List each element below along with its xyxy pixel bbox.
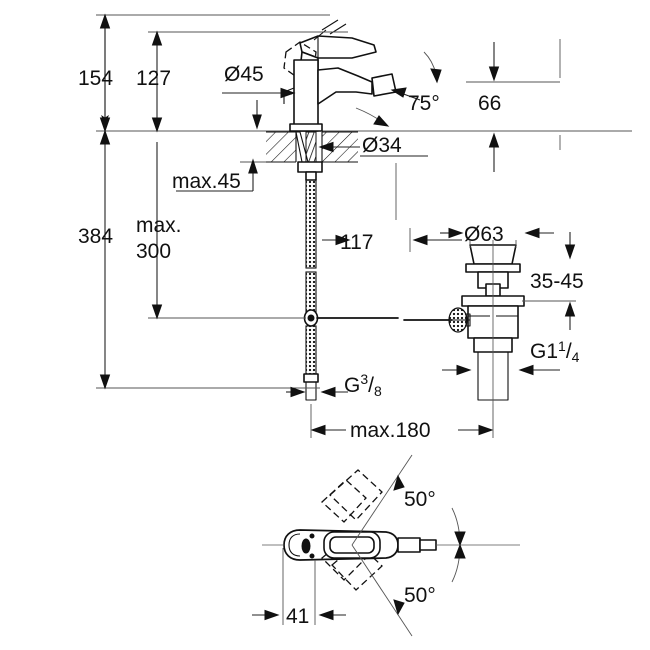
dim-dia63-label: Ø63 <box>464 223 504 246</box>
dim-basin-thickness: 35-45 <box>522 232 584 330</box>
dim-dia45-label: Ø45 <box>224 63 264 86</box>
mounting-shank <box>295 131 323 181</box>
dim-75deg-label: 75° <box>408 92 440 115</box>
dim-hose-max: max. 300 <box>136 142 182 320</box>
dim-50deg-lower-label: 50° <box>404 584 436 607</box>
counter-slab <box>240 131 358 163</box>
dim-rod-reach: max.180 <box>310 404 494 442</box>
dim-dia34-label: Ø34 <box>362 134 402 157</box>
dim-waste-thread: G11/4 <box>442 338 580 376</box>
dim-g38-label: G3/8 <box>344 371 382 399</box>
dim-384-label: 384 <box>78 225 113 248</box>
dim-spout-height: 66 <box>478 42 501 172</box>
dim-flange-dia: Ø63 <box>440 223 554 248</box>
dim-300-label: 300 <box>136 240 171 263</box>
popup-waste-assembly <box>448 240 525 404</box>
dim-66-label: 66 <box>478 92 501 115</box>
plan-swivel-arcs: 50° 50° <box>351 454 466 637</box>
dim-supply-thread: G3/8 <box>286 371 382 399</box>
dim-41-label: 41 <box>286 605 309 628</box>
drain-pull-rod <box>303 309 453 327</box>
plan-body <box>262 529 520 561</box>
dim-max45-label: max.45 <box>172 170 241 193</box>
dim-117-label: 117 <box>340 231 373 254</box>
dim-counter-thickness: max.45 <box>172 158 258 193</box>
dim-max-label: max. <box>136 214 182 237</box>
dim-total-height: 384 <box>78 129 113 390</box>
dim-spout-dia: Ø45 <box>222 63 296 130</box>
dim-spout-angle: 75° <box>355 51 442 127</box>
dim-g125-label: G11/4 <box>530 338 580 365</box>
dim-50deg-upper-label: 50° <box>404 488 436 511</box>
extension-lines <box>96 14 561 389</box>
dim-shank-dia: Ø34 <box>318 134 428 220</box>
dim-max180-label: max.180 <box>350 419 431 442</box>
dim-154-label: 154 <box>78 67 113 90</box>
dim-127-label: 127 <box>136 67 171 90</box>
faucet-body-elevation <box>283 19 397 132</box>
dim-height-overall: 154 <box>78 13 113 388</box>
dim-height-body: 127 <box>136 30 171 133</box>
dim-drain-offset: 117 <box>322 228 462 254</box>
dim-35-45-label: 35-45 <box>530 270 584 293</box>
supply-hose <box>303 179 319 401</box>
dim-plan-offset: 41 <box>252 548 346 628</box>
plan-view: 50° 50° 41 <box>252 454 520 637</box>
